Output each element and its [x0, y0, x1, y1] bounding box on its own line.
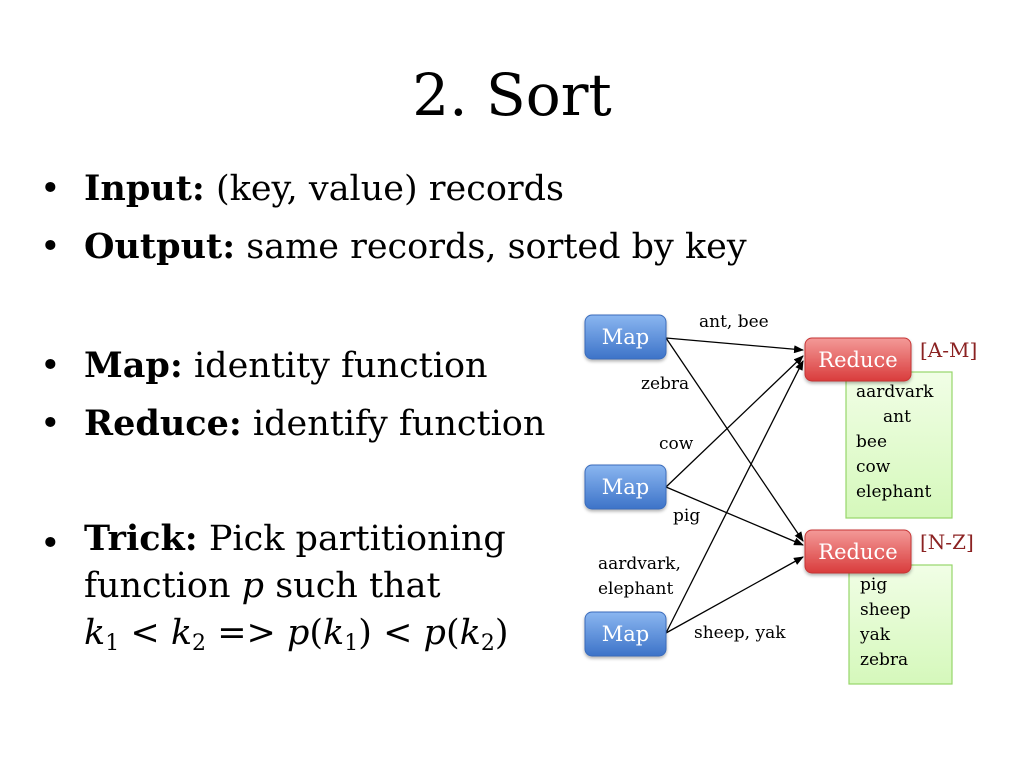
arrow	[665, 486, 804, 546]
reduce-node-n-z: Reduce	[804, 529, 912, 574]
formula-p: p	[286, 613, 310, 653]
edge-label: elephant	[598, 579, 673, 599]
edge-label: cow	[659, 434, 694, 454]
bullet-dot: •	[40, 524, 61, 564]
arrows	[665, 337, 804, 634]
arrow	[665, 556, 804, 634]
bullet-dot: •	[40, 169, 61, 209]
trick-text: Pick partitioning	[208, 519, 506, 559]
trick-line-1: Trick: Pick partitioning	[84, 515, 508, 563]
bullet-label: Reduce:	[84, 403, 242, 444]
formula-sub: 1	[344, 631, 359, 656]
trick-text: function	[84, 566, 231, 606]
formula-paren: )	[494, 613, 509, 653]
edge-label: ant, bee	[699, 312, 769, 332]
formula-paren: (	[445, 613, 460, 653]
map-label: Map	[602, 622, 649, 646]
formula-k: k	[323, 613, 345, 653]
trick-formula: k1 < k2 => p(k1) < p(k2)	[84, 610, 508, 657]
trick-line-2: function p such that	[84, 563, 508, 610]
map-label: Map	[602, 325, 649, 349]
output-item: ant	[883, 407, 911, 427]
slide-title: 2. Sort	[412, 61, 612, 129]
formula-k: k	[170, 613, 193, 653]
output-item: aardvark	[856, 382, 934, 402]
edge-label: sheep, yak	[694, 623, 786, 643]
output-list-a-m: aardvark ant bee cow elephant	[856, 382, 934, 502]
formula-k: k	[459, 613, 481, 653]
trick-text: such that	[275, 566, 441, 606]
bullet-text: identity function	[193, 346, 488, 386]
formula-sub: 2	[480, 631, 495, 656]
reduce-label: Reduce	[818, 348, 897, 372]
output-item: sheep	[860, 600, 911, 620]
formula-paren: )	[358, 613, 372, 653]
edge-label: pig	[673, 506, 700, 526]
map-label: Map	[602, 475, 649, 499]
arrow	[665, 337, 804, 542]
reduce-label: Reduce	[818, 540, 897, 564]
output-box-n-z	[848, 564, 953, 685]
bullet-dot: •	[40, 346, 61, 386]
formula-sub: 2	[192, 631, 207, 656]
map-node-3: Map	[584, 611, 667, 657]
edge-labels: ant, bee zebra cow pig aardvark, elephan…	[598, 312, 786, 643]
formula-op: <	[383, 613, 413, 653]
map-node-1: Map	[584, 314, 667, 360]
output-item: yak	[859, 625, 891, 645]
bullet-text: identify function	[252, 404, 546, 444]
output-item: zebra	[860, 650, 908, 670]
range-label-a-m: [A-M]	[920, 338, 977, 362]
formula-op: <	[130, 613, 160, 653]
bullet-dot: •	[40, 404, 61, 444]
bullet-text: same records, sorted by key	[246, 227, 747, 267]
partition-function-symbol: p	[241, 566, 265, 606]
bullet-label: Output:	[84, 226, 236, 267]
output-item: bee	[856, 432, 887, 452]
output-item: elephant	[856, 482, 931, 502]
reduce-node-a-m: Reduce	[804, 337, 912, 382]
bullet-label: Input:	[84, 168, 205, 209]
arrow	[665, 355, 804, 488]
bullet-dot: •	[40, 227, 61, 267]
bullet-text: (key, value) records	[215, 169, 565, 209]
formula-sub: 1	[105, 631, 120, 656]
formula-p: p	[423, 613, 446, 653]
bullet-label: Map:	[84, 345, 183, 386]
formula-paren: (	[309, 613, 324, 653]
edge-label: zebra	[641, 374, 689, 394]
formula-op: =>	[217, 613, 276, 653]
arrow	[665, 337, 804, 354]
output-item: cow	[856, 457, 891, 477]
bullet-label: Trick:	[84, 518, 198, 559]
output-item: pig	[860, 575, 887, 595]
output-list-n-z: pig sheep yak zebra	[859, 575, 911, 670]
formula-k: k	[84, 613, 106, 653]
output-box-a-m	[845, 371, 953, 519]
edge-label: aardvark,	[598, 554, 681, 574]
range-label-n-z: [N-Z]	[920, 530, 974, 554]
map-node-2: Map	[584, 464, 667, 510]
arrow	[665, 360, 804, 634]
